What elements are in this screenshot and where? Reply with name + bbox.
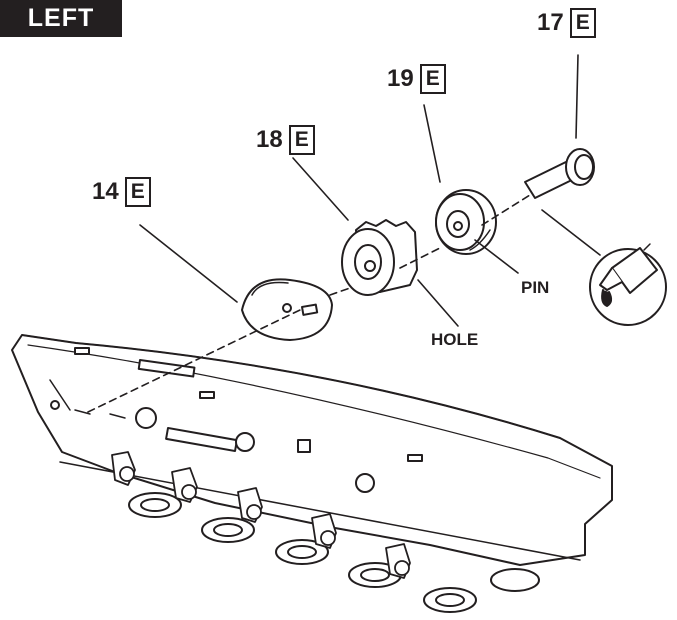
part-number: 17 [537,9,564,36]
sprue-letter-box: E [124,177,151,207]
road-wheels [128,492,540,613]
part-18 [341,219,418,296]
side-tag-left: LEFT [0,0,122,37]
callout-pin: PIN [521,278,550,297]
part-label-17: 17 E [537,8,596,38]
part-number: 18 [256,126,283,153]
callout-hole: HOLE [431,330,479,349]
part-17 [524,148,595,199]
hull-side [11,334,613,566]
leader-lines [139,54,601,327]
part-19 [435,189,497,255]
part-label-19: 19 E [387,64,446,94]
suspension-arms [111,451,411,579]
sprue-letter-box: E [569,8,596,38]
sprue-letter-box: E [419,64,446,94]
part-14 [241,278,333,341]
part-label-14: 14 E [92,177,151,207]
part-label-18: 18 E [256,125,315,155]
part-number: 14 [92,178,119,205]
sprue-letter-box: E [288,125,315,155]
glue-tube-icon [589,243,667,326]
part-number: 19 [387,65,414,92]
